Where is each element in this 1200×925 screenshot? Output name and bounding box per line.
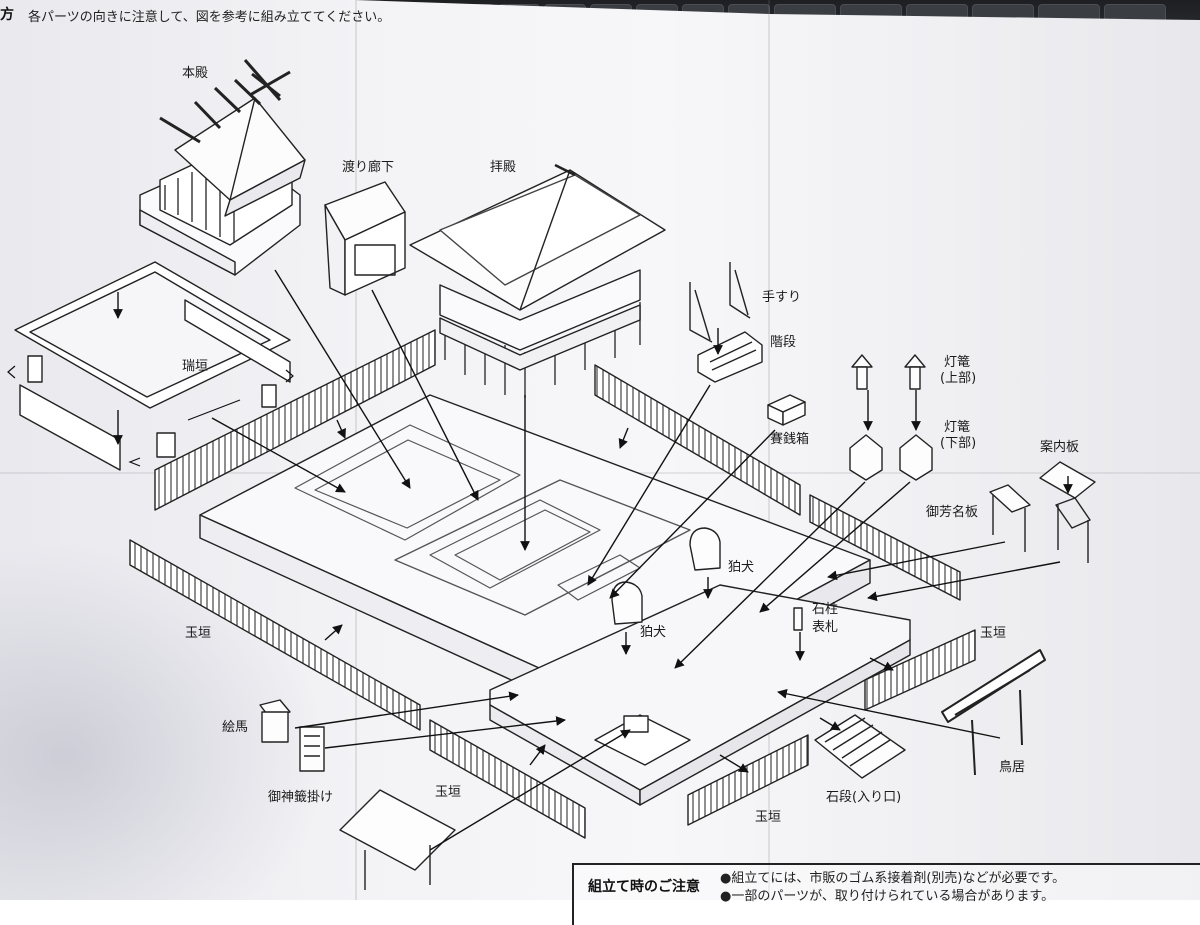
label-tamagaki-bottom-right: 玉垣 (755, 810, 782, 825)
note-line-1: ●組立てには、市販のゴム系接着剤(別売)などが必要です。 (720, 871, 1066, 886)
label-touro-top: 灯篭 (上部) (940, 355, 977, 388)
header-mark: 方 (0, 7, 14, 23)
mizugaki-brackets (7, 365, 294, 467)
label-ishidan: 石段(入り口) (826, 790, 902, 805)
label-torii: 鳥居 (999, 760, 1026, 775)
label-tamagaki-left: 玉垣 (185, 626, 212, 641)
assembly-notes: 組立て時のご注意 ●組立てには、市販のゴム系接着剤(別売)などが必要です。 ●一… (572, 863, 1200, 925)
gohoumeiban-part (989, 484, 1031, 552)
shed-part (339, 789, 456, 890)
ema-part (259, 699, 291, 743)
label-ema: 絵馬 (222, 720, 249, 735)
instruction-text: 各パーツの向きに注意して、図を参考に組み立ててください。 (28, 10, 391, 25)
base-platform (199, 394, 911, 806)
mizugaki-pieces (14, 261, 291, 471)
label-touro-bottom: 灯篭 (下部) (940, 420, 977, 453)
label-annaiban: 案内板 (1040, 440, 1080, 455)
fold-line (768, 0, 770, 900)
label-tamagaki-bottom-left: 玉垣 (435, 785, 462, 800)
label-touro-top-line1: 灯篭 (943, 355, 970, 370)
label-hyousatsu: 表札 (812, 620, 839, 635)
label-haiden: 拝殿 (490, 160, 517, 175)
torii-part (941, 649, 1046, 776)
label-tesuri: 手すり (762, 290, 802, 305)
note-line-2: ●一部のパーツが、取り付けられている場合があります。 (720, 889, 1055, 904)
tesuri-parts (689, 262, 751, 343)
label-honden: 本殿 (182, 66, 209, 81)
kaidan-part (697, 331, 763, 383)
label-komainu-right: 狛犬 (728, 560, 755, 575)
label-mizugaki: 瑞垣 (182, 359, 209, 374)
honden-model (139, 59, 306, 276)
label-goshinsen: 御神籤掛け (268, 790, 334, 805)
label-touro-top-line2: (上部) (940, 371, 977, 387)
label-saisenbako: 賽銭箱 (770, 432, 810, 447)
tamagaki-fence (129, 329, 976, 839)
label-komainu-left: 狛犬 (640, 625, 667, 640)
assembly-arrows (113, 269, 1073, 851)
ishidan-part (814, 714, 906, 779)
label-touro-bottom-line2: (下部) (940, 436, 977, 452)
watari-rouka-model (324, 181, 406, 296)
touro-parts (849, 354, 933, 481)
label-touro-bottom-line1: 灯篭 (943, 420, 970, 435)
ishibashira-part (793, 607, 803, 631)
label-kaidan: 階段 (770, 335, 797, 350)
haiden-model (409, 163, 666, 398)
label-gohoumeiban: 御芳名板 (926, 505, 979, 520)
goshinsen-part (299, 726, 325, 772)
saisenbako-part (767, 394, 806, 426)
notes-title: 組立て時のご注意 (588, 879, 700, 895)
label-ishibashira: 石柱 (812, 602, 839, 617)
label-tamagaki-right: 玉垣 (980, 626, 1007, 641)
assembly-diagram (7, 59, 1096, 890)
label-watari-rouka: 渡り廊下 (342, 160, 395, 175)
